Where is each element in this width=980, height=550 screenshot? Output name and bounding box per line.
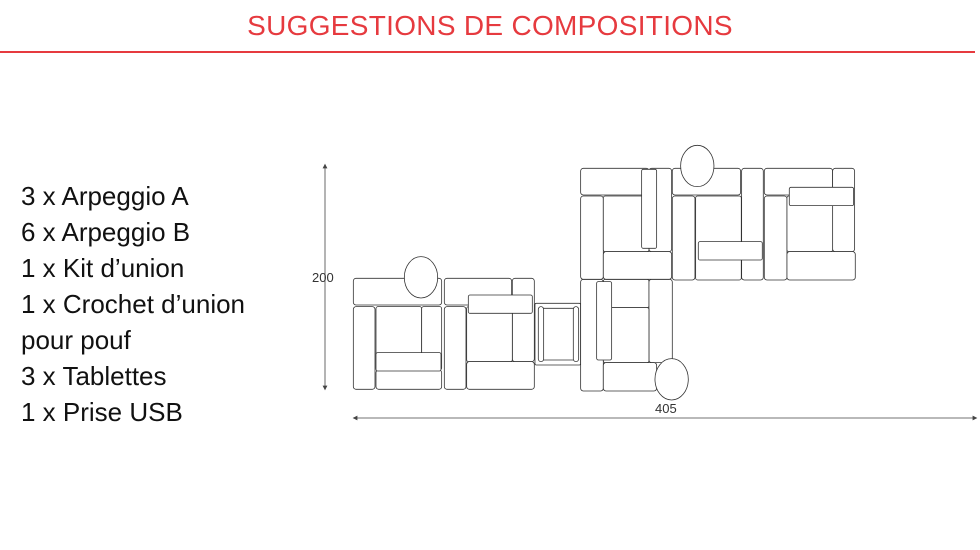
- sofa-module: [443, 277, 535, 390]
- list-item: 1 x Crochet d’union: [21, 289, 246, 319]
- page-title: SUGGESTIONS DE COMPOSITIONS: [247, 10, 733, 41]
- list-item: 6 x Arpeggio B: [21, 217, 191, 247]
- sofa-module: [580, 278, 689, 401]
- height-label: 200: [312, 270, 334, 285]
- component-list: 3 x Arpeggio A 6 x Arpeggio B 1 x Kit d’…: [21, 178, 245, 430]
- list-item: 1 x Prise USB: [21, 397, 183, 427]
- tablet: [788, 186, 855, 207]
- pouf: [654, 358, 689, 401]
- sofa-module: [763, 167, 856, 281]
- list-item: 3 x Arpeggio A: [21, 181, 189, 211]
- sofa-module: [352, 256, 443, 390]
- list-item: 3 x Tablettes: [21, 361, 167, 391]
- list-item: pour pouf: [21, 325, 131, 355]
- pouf: [680, 144, 715, 188]
- tablet: [375, 352, 442, 372]
- sofa-module: [580, 167, 673, 280]
- list-item: 1 x Kit d’union: [21, 253, 185, 283]
- composition-diagram: 200 405: [312, 144, 978, 421]
- width-label: 405: [655, 401, 677, 416]
- sofa-module: [671, 144, 764, 281]
- pouf: [403, 256, 439, 299]
- title-divider: [0, 51, 975, 53]
- tablet: [596, 281, 613, 361]
- tablet: [467, 294, 533, 314]
- tablet: [697, 241, 763, 261]
- tablet: [641, 168, 658, 249]
- union-kit: [534, 302, 582, 366]
